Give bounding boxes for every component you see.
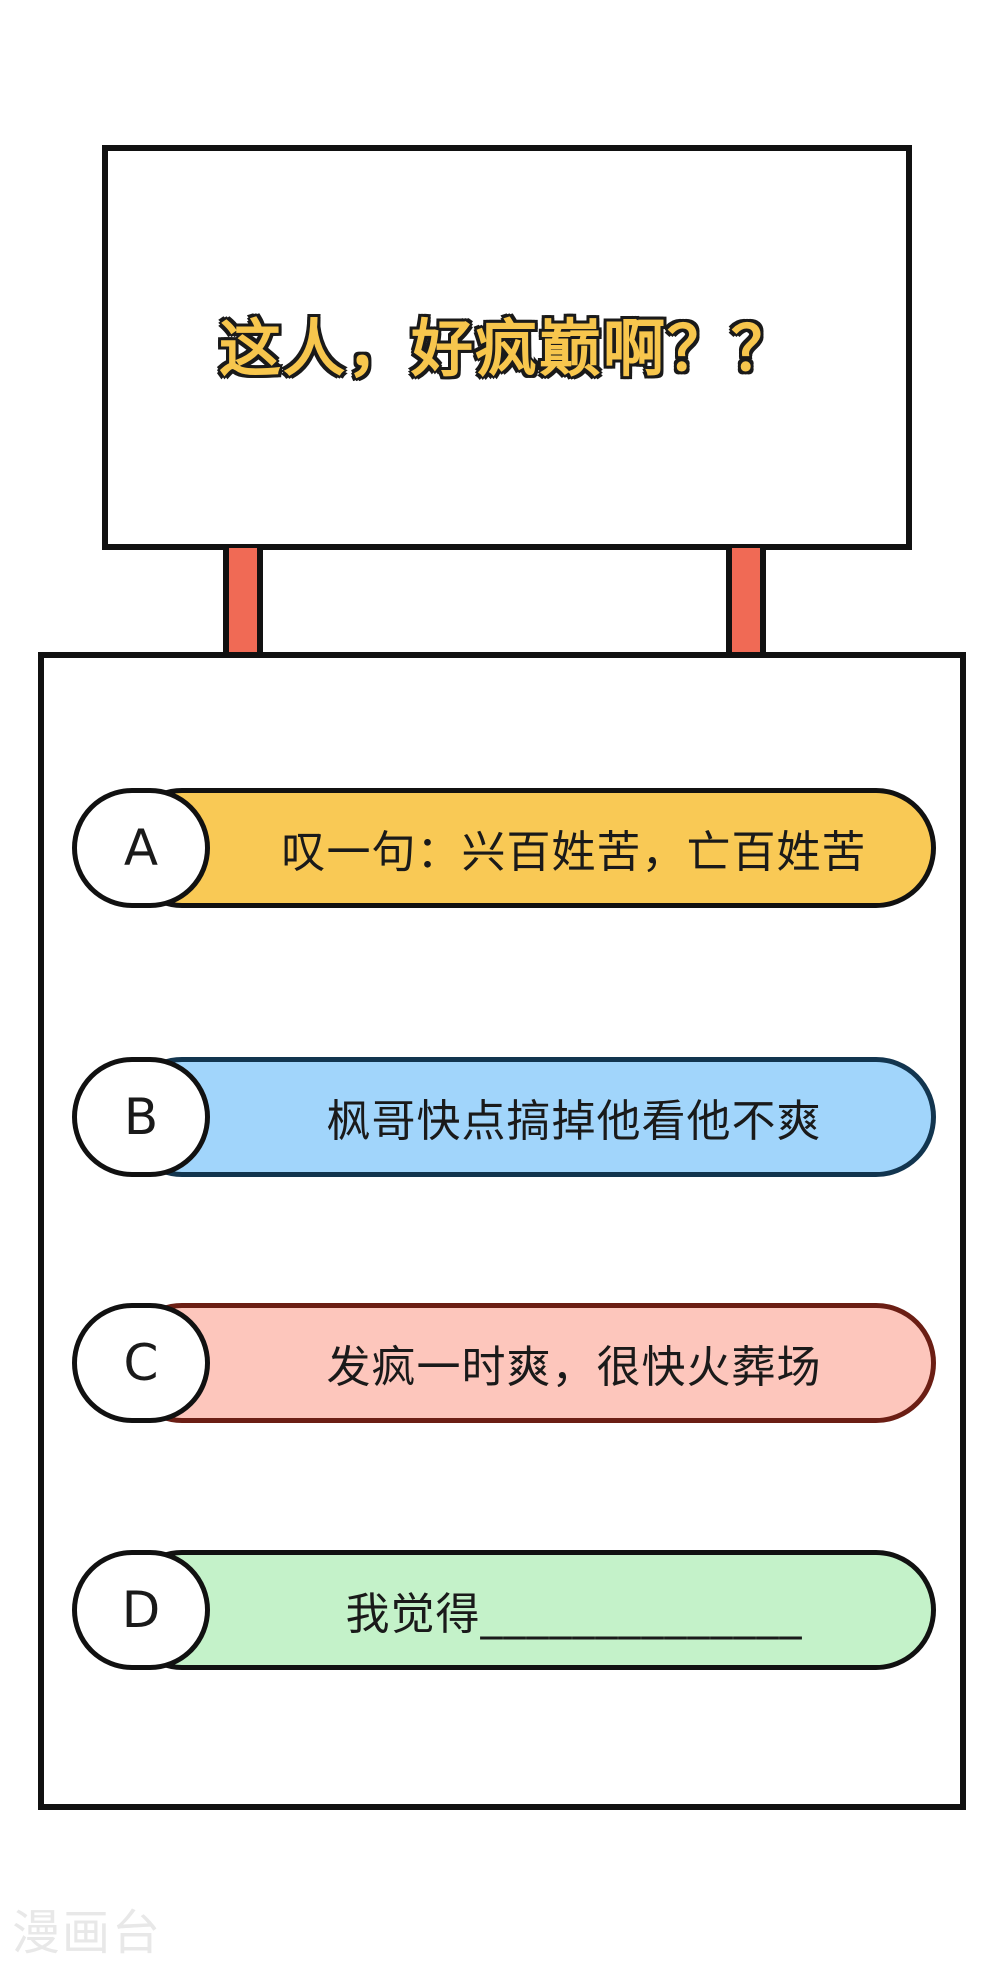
option-a-text: 叹一句：兴百姓苦，亡百姓苦 xyxy=(281,827,867,878)
option-d-bar[interactable]: 我觉得______________ xyxy=(122,1550,936,1670)
option-c-bar[interactable]: 发疯一时爽，很快火葬场 xyxy=(122,1303,936,1423)
option-b-text: 枫哥快点搞掉他看他不爽 xyxy=(326,1096,822,1147)
option-a-letter: A xyxy=(72,788,210,908)
sign-post-right xyxy=(726,548,766,658)
sign-title: 这人，好疯巅啊？？ xyxy=(218,311,795,386)
option-d-text: 我觉得______________ xyxy=(345,1589,803,1640)
sign-post-left xyxy=(223,548,263,658)
option-d[interactable]: D 我觉得______________ xyxy=(72,1550,936,1670)
option-b[interactable]: B 枫哥快点搞掉他看他不爽 xyxy=(72,1057,936,1177)
option-a[interactable]: A 叹一句：兴百姓苦，亡百姓苦 xyxy=(72,788,936,908)
sign-board: 这人，好疯巅啊？？ xyxy=(102,145,912,550)
option-c-text: 发疯一时爽，很快火葬场 xyxy=(326,1342,822,1393)
option-a-bar[interactable]: 叹一句：兴百姓苦，亡百姓苦 xyxy=(122,788,936,908)
option-c[interactable]: C 发疯一时爽，很快火葬场 xyxy=(72,1303,936,1423)
option-c-letter: C xyxy=(72,1303,210,1423)
option-b-letter: B xyxy=(72,1057,210,1177)
option-b-bar[interactable]: 枫哥快点搞掉他看他不爽 xyxy=(122,1057,936,1177)
watermark-logo: 漫画台 xyxy=(12,1905,163,1961)
option-d-letter: D xyxy=(72,1550,210,1670)
